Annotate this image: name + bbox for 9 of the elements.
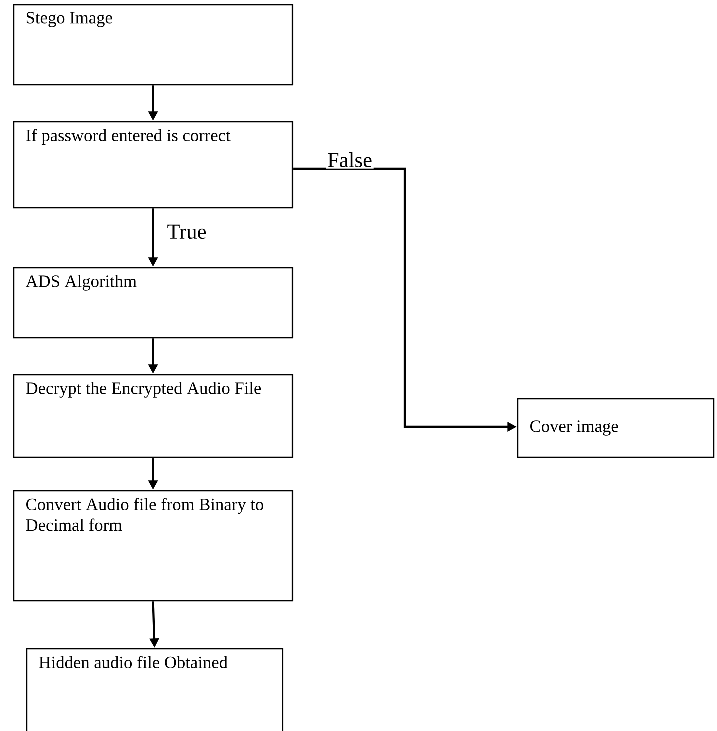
- process-box: If password entered is correct: [13, 121, 294, 209]
- process-box: Hidden audio file Obtained: [26, 648, 284, 731]
- process-box: ADS Algorithm: [13, 267, 294, 339]
- process-box: Cover image: [517, 398, 715, 459]
- process-box: Convert Audio file from Binary to Decimal form: [13, 490, 294, 602]
- edge-label: False: [326, 151, 374, 169]
- edge-label: True: [166, 224, 208, 240]
- process-box: Stego Image: [13, 4, 294, 86]
- process-box: Decrypt the Encrypted Audio File: [13, 374, 294, 459]
